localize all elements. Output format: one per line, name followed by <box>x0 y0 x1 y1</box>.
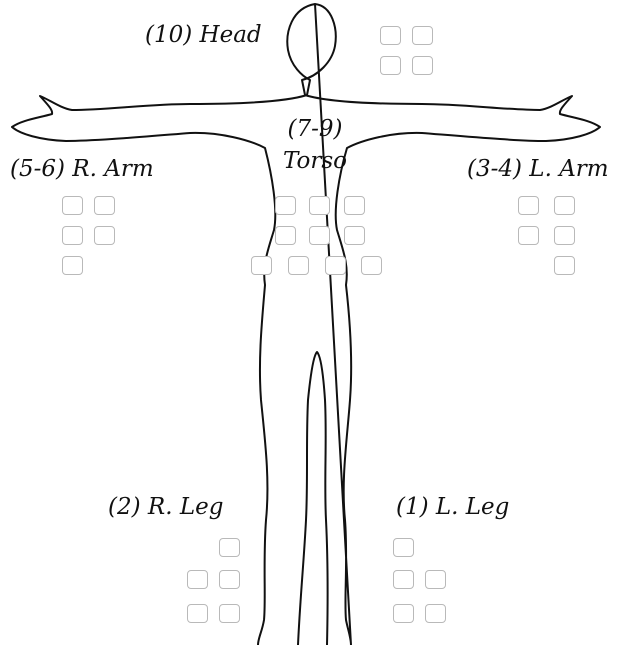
left-arm-box-4[interactable] <box>554 226 575 245</box>
torso-box-10[interactable] <box>361 256 382 275</box>
right-arm-label: (5-6) R. Arm <box>10 158 154 181</box>
head-label: (10) Head <box>145 24 262 47</box>
torso-box-6[interactable] <box>344 226 365 245</box>
left-arm-label: (3-4) L. Arm <box>467 158 609 181</box>
torso-box-4[interactable] <box>275 226 296 245</box>
torso-box-3[interactable] <box>344 196 365 215</box>
right-leg-box-1[interactable] <box>219 538 240 557</box>
torso-box-5[interactable] <box>309 226 330 245</box>
right-leg-box-5[interactable] <box>219 604 240 623</box>
right-leg-box-3[interactable] <box>219 570 240 589</box>
right-arm-box-5[interactable] <box>62 256 83 275</box>
torso-box-8[interactable] <box>288 256 309 275</box>
right-arm-box-4[interactable] <box>94 226 115 245</box>
torso-box-1[interactable] <box>275 196 296 215</box>
torso-box-7[interactable] <box>251 256 272 275</box>
right-arm-box-3[interactable] <box>62 226 83 245</box>
torso-box-9[interactable] <box>325 256 346 275</box>
left-leg-box-2[interactable] <box>393 570 414 589</box>
head-box-4[interactable] <box>412 56 433 75</box>
torso-label: Torso <box>282 150 348 173</box>
left-leg-box-5[interactable] <box>425 604 446 623</box>
left-leg-box-4[interactable] <box>393 604 414 623</box>
torso-range-label: (7-9) <box>282 118 348 141</box>
head-box-2[interactable] <box>412 26 433 45</box>
right-arm-box-1[interactable] <box>62 196 83 215</box>
left-arm-box-1[interactable] <box>518 196 539 215</box>
left-arm-box-3[interactable] <box>518 226 539 245</box>
left-leg-box-1[interactable] <box>393 538 414 557</box>
right-leg-label: (2) R. Leg <box>108 496 223 519</box>
left-leg-label: (1) L. Leg <box>396 496 509 519</box>
head-box-1[interactable] <box>380 26 401 45</box>
right-arm-box-2[interactable] <box>94 196 115 215</box>
right-leg-box-4[interactable] <box>187 604 208 623</box>
left-arm-box-2[interactable] <box>554 196 575 215</box>
right-leg-box-2[interactable] <box>187 570 208 589</box>
left-arm-box-5[interactable] <box>554 256 575 275</box>
torso-box-2[interactable] <box>309 196 330 215</box>
head-box-3[interactable] <box>380 56 401 75</box>
left-leg-box-3[interactable] <box>425 570 446 589</box>
